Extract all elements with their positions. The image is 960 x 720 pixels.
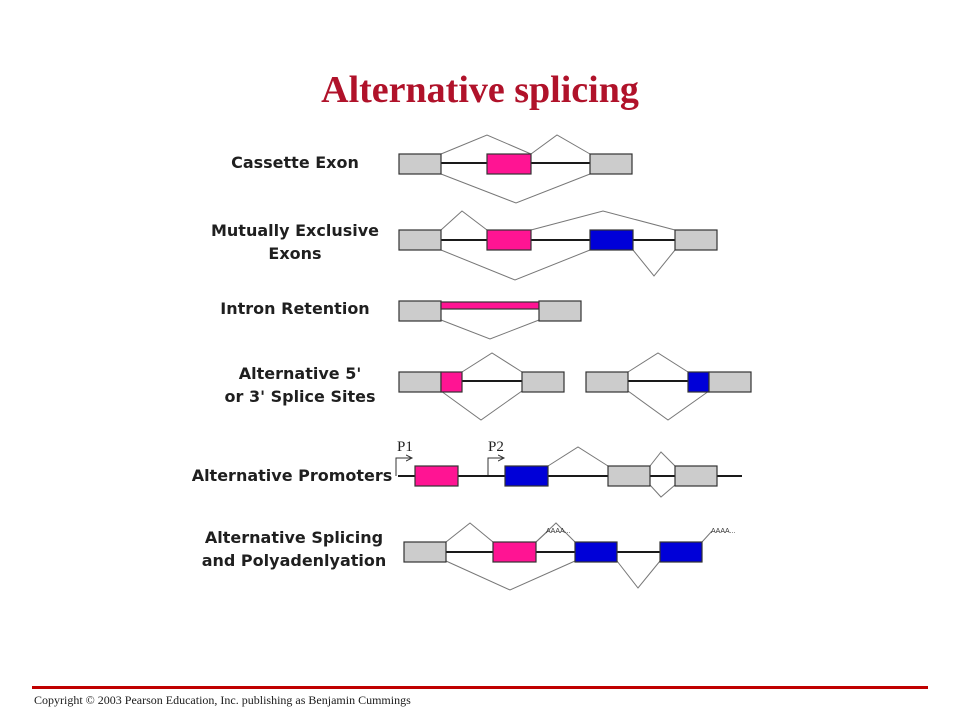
first-exon-blue [504,465,549,487]
row-mutually-exclusive [398,210,718,281]
splice-path-skip-blue [530,210,676,231]
constitutive-exon [589,153,633,175]
label-alt-splice-sites: Alternative 5' or 3' Splice Sites [190,362,410,408]
first-exon-pink [414,465,459,487]
label-line: Alternative 5' [238,364,362,383]
polya-tail [535,530,549,543]
splice-path [649,451,676,467]
label-line: Intron Retention [220,299,370,318]
exon-blue [574,541,618,563]
copyright-text: Copyright © 2003 Pearson Education, Inc.… [34,693,411,707]
label-line: Exons [268,244,322,263]
splice-path [445,522,494,543]
label-line: Alternative Splicing [204,528,384,547]
retained-intron [440,301,540,310]
constitutive-exon [521,371,565,393]
exon-blue [659,541,703,563]
label-line: Cassette Exon [231,153,359,172]
promoter-arrow-p2 [487,458,504,476]
label-line: or 3' Splice Sites [224,387,376,406]
row-intron-retention [398,300,582,340]
label-intron-retention: Intron Retention [185,297,405,320]
constitutive-exon [398,153,442,175]
label-line: and Polyadenlyation [201,551,387,570]
constitutive-exon [538,300,582,322]
footer-rule [32,686,928,689]
splice-path [440,319,540,340]
label-cassette-exon: Cassette Exon [185,151,405,174]
alternative-region-pink [440,371,463,393]
alternative-exon-pink [486,229,532,251]
constitutive-exon [403,541,447,563]
alternative-region-blue [687,371,710,393]
splice-path-short [440,390,523,421]
splice-path-short [627,352,689,373]
row-alt-promoters: P1 P2 [395,439,742,498]
row-alt-splice-sites [398,352,752,421]
polya-label: AAAA... [711,528,736,535]
constitutive-exon [607,465,651,487]
label-alt-promoters: Alternative Promoters [180,464,404,487]
exon-pink [492,541,537,563]
label-mutually-exclusive: Mutually Exclusive Exons [185,219,405,265]
splice-path-include [440,134,532,155]
splice-path-long [461,352,523,373]
constitutive-exon [674,465,718,487]
splice-path-skip-pink [440,249,591,281]
constitutive-exon [585,371,629,393]
label-line: Alternative Promoters [191,466,393,485]
splice-path-skip [440,173,591,204]
splice-path-include [530,134,591,155]
splice-path-include-blue [632,249,676,277]
polya-tail [701,530,713,543]
constitutive-exon [398,371,442,393]
splice-path-long [627,390,710,421]
promoter-label-p2: P2 [488,439,504,455]
row-alt-polyadenylation: AAAA... AAAA... [403,522,736,591]
splice-path [616,560,661,589]
splice-path [445,560,576,591]
promoter-label-p1: P1 [397,439,413,455]
constitutive-exon [398,229,442,251]
polya-label: AAAA... [546,528,571,535]
alternative-exon [486,153,532,175]
constitutive-exon [398,300,442,322]
constitutive-exon [708,371,752,393]
promoter-arrow-p1 [395,458,412,476]
splice-path [547,446,609,467]
constitutive-exon [674,229,718,251]
label-alt-polyadenylation: Alternative Splicing and Polyadenlyation [184,526,404,572]
splice-path-include-pink [440,210,488,231]
slide-title: Alternative splicing [321,69,639,111]
alternative-exon-blue [589,229,634,251]
splice-path [649,484,676,498]
row-cassette-exon [398,134,633,204]
label-line: Mutually Exclusive [210,221,379,240]
